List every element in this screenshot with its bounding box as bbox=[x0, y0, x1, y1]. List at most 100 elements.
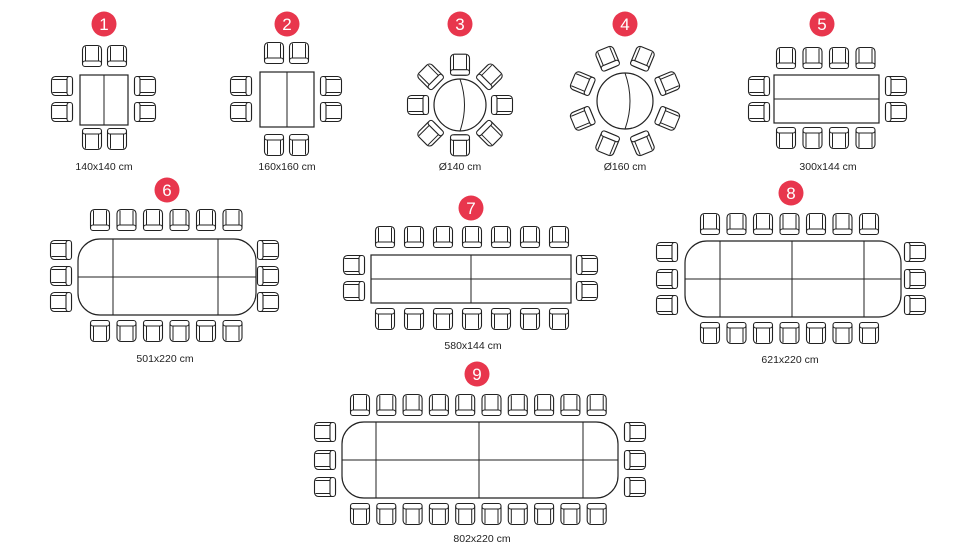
dimension-label: Ø160 cm bbox=[604, 161, 647, 173]
table-icon bbox=[259, 71, 315, 128]
chair-icon bbox=[319, 75, 343, 97]
chair-icon bbox=[775, 46, 797, 70]
chair-icon bbox=[169, 319, 190, 343]
table-icon bbox=[773, 74, 880, 124]
chair-icon bbox=[256, 239, 280, 261]
chair-icon bbox=[402, 502, 423, 526]
chair-icon bbox=[319, 101, 343, 123]
chair-icon bbox=[349, 502, 371, 526]
chair-icon bbox=[376, 502, 397, 526]
chair-icon bbox=[699, 321, 721, 345]
chair-icon bbox=[655, 241, 679, 263]
dimension-label: 621x220 cm bbox=[761, 354, 818, 366]
chair-icon bbox=[752, 321, 774, 345]
chair-icon bbox=[169, 208, 190, 232]
chair-icon bbox=[374, 225, 396, 249]
chair-icon bbox=[884, 101, 908, 123]
dimension-label: 160x160 cm bbox=[258, 161, 315, 173]
chair-icon bbox=[116, 208, 137, 232]
chair-icon bbox=[595, 130, 620, 157]
chair-icon bbox=[49, 239, 73, 261]
chair-icon bbox=[142, 208, 164, 232]
layout-number: 1 bbox=[99, 15, 108, 34]
chair-icon bbox=[222, 319, 243, 343]
chair-icon bbox=[884, 75, 908, 97]
chair-icon bbox=[575, 254, 599, 276]
chair-icon bbox=[455, 393, 476, 417]
chair-icon bbox=[575, 280, 599, 302]
chair-icon bbox=[775, 126, 797, 150]
chair-icon bbox=[586, 502, 607, 526]
chair-icon bbox=[855, 126, 876, 150]
chair-icon bbox=[802, 126, 823, 150]
chair-icon bbox=[256, 265, 280, 287]
chair-icon bbox=[534, 502, 555, 526]
chair-icon bbox=[256, 291, 280, 313]
chair-icon bbox=[342, 254, 366, 276]
chair-icon bbox=[461, 225, 483, 249]
dimension-label: 501x220 cm bbox=[136, 353, 193, 365]
chair-icon bbox=[560, 502, 581, 526]
chair-icon bbox=[195, 208, 217, 232]
chair-icon bbox=[490, 225, 512, 249]
chair-icon bbox=[828, 126, 850, 150]
chair-icon bbox=[222, 208, 243, 232]
chair-icon bbox=[699, 212, 721, 236]
layout-number-badge: 3 bbox=[447, 11, 473, 37]
chair-icon bbox=[455, 502, 476, 526]
chair-icon bbox=[81, 127, 103, 151]
chair-icon bbox=[779, 212, 800, 236]
chair-icon bbox=[779, 321, 800, 345]
chair-icon bbox=[374, 307, 396, 331]
chair-icon bbox=[832, 212, 853, 236]
chair-icon bbox=[263, 133, 285, 157]
chair-icon bbox=[747, 101, 771, 123]
layout-number: 6 bbox=[162, 181, 171, 200]
chair-icon bbox=[106, 127, 128, 151]
chair-icon bbox=[655, 268, 679, 290]
chair-icon bbox=[229, 101, 253, 123]
layout-number: 5 bbox=[817, 15, 826, 34]
chair-icon bbox=[50, 75, 74, 97]
chair-icon bbox=[313, 476, 337, 498]
chair-icon bbox=[805, 212, 827, 236]
chair-icon bbox=[828, 46, 850, 70]
chair-icon bbox=[133, 75, 157, 97]
chair-icon bbox=[560, 393, 581, 417]
chair-icon bbox=[654, 106, 681, 131]
chair-icon bbox=[89, 319, 111, 343]
layout-number-badge: 2 bbox=[274, 11, 300, 37]
chair-icon bbox=[476, 63, 503, 91]
layout-number: 7 bbox=[466, 199, 475, 218]
table-icon bbox=[370, 254, 572, 304]
chair-icon bbox=[534, 393, 555, 417]
chair-icon bbox=[133, 101, 157, 123]
layout-number: 8 bbox=[786, 184, 795, 203]
chair-icon bbox=[449, 53, 471, 76]
chair-icon bbox=[432, 307, 454, 331]
dimension-label: 140x140 cm bbox=[75, 161, 132, 173]
chair-icon bbox=[623, 449, 647, 471]
chair-icon bbox=[313, 449, 337, 471]
chair-icon bbox=[903, 294, 927, 316]
chair-icon bbox=[802, 46, 823, 70]
chair-icon bbox=[403, 307, 425, 331]
chair-icon bbox=[654, 71, 681, 96]
chair-icon bbox=[903, 241, 927, 263]
chair-icon bbox=[623, 476, 647, 498]
chair-icon bbox=[402, 393, 423, 417]
chair-icon bbox=[623, 421, 647, 443]
chair-icon bbox=[417, 63, 444, 91]
chair-icon bbox=[855, 46, 876, 70]
dimension-label: 300x144 cm bbox=[799, 161, 856, 173]
table-icon bbox=[433, 78, 487, 132]
chair-icon bbox=[49, 265, 73, 287]
chair-icon bbox=[569, 71, 596, 96]
chair-icon bbox=[481, 393, 502, 417]
chair-icon bbox=[428, 393, 449, 417]
chair-icon bbox=[195, 319, 217, 343]
chair-icon bbox=[432, 225, 454, 249]
chair-icon bbox=[288, 133, 310, 157]
chair-icon bbox=[81, 44, 103, 68]
chair-icon bbox=[417, 119, 444, 147]
